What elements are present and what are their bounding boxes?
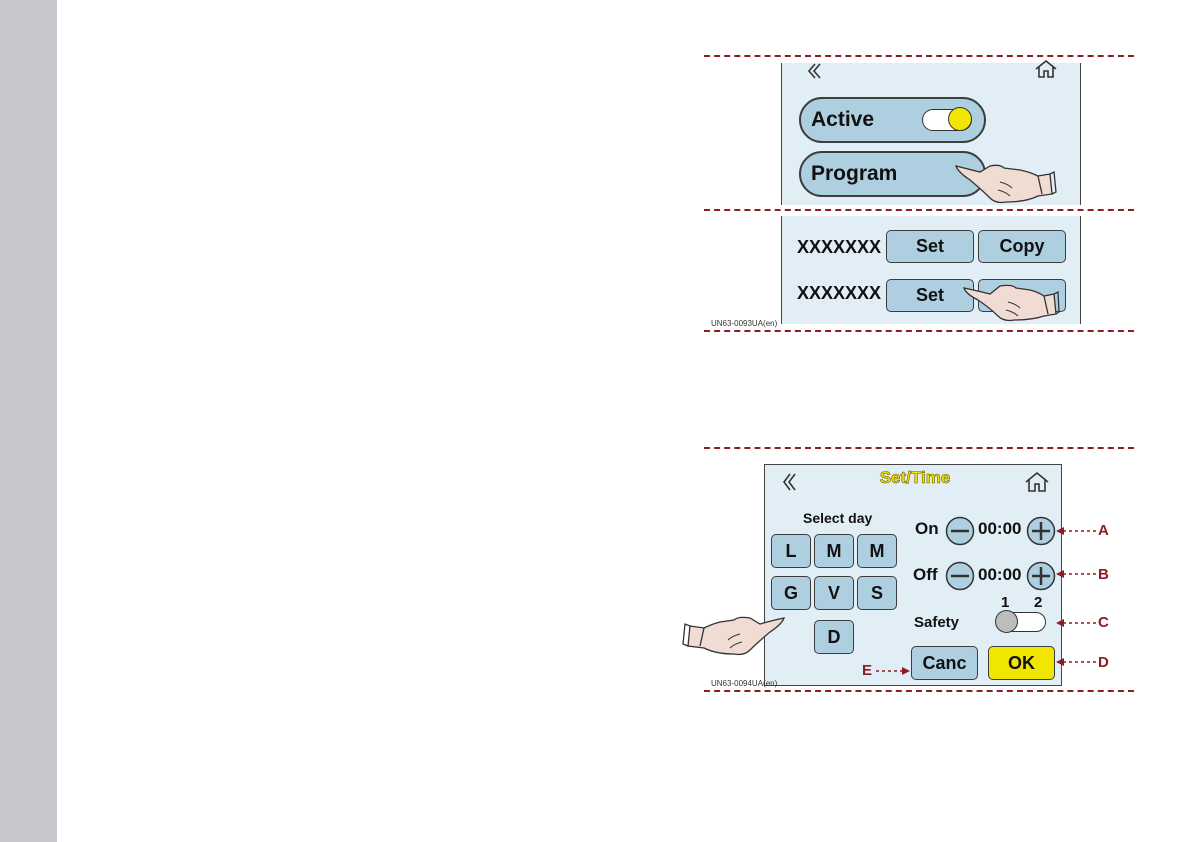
- callout-arrow-e: [874, 664, 910, 678]
- plus-icon[interactable]: [1026, 516, 1056, 546]
- day-button[interactable]: D: [814, 620, 854, 654]
- day-button[interactable]: V: [814, 576, 854, 610]
- pointing-hand-icon: [950, 158, 1060, 208]
- minus-icon[interactable]: [945, 561, 975, 591]
- cancel-button[interactable]: Canc: [911, 646, 978, 680]
- callout-d: D: [1098, 654, 1109, 671]
- program-row-name: XXXXXXX: [797, 283, 881, 304]
- set-button[interactable]: Set: [886, 230, 974, 263]
- on-label: On: [915, 519, 939, 539]
- program-label: Program: [811, 162, 897, 186]
- figure-code: UN63-0093UA(en): [711, 319, 777, 328]
- day-button[interactable]: M: [857, 534, 897, 568]
- page-title: Set/Time: [840, 468, 990, 488]
- home-icon[interactable]: [1034, 59, 1058, 79]
- safety-option-1: 1: [1001, 594, 1009, 611]
- divider-line: [704, 330, 1134, 332]
- off-label: Off: [913, 565, 938, 585]
- pointing-hand-icon: [960, 278, 1060, 324]
- divider-line: [704, 55, 1134, 57]
- day-button[interactable]: S: [857, 576, 897, 610]
- callout-a: A: [1098, 522, 1109, 539]
- figure-code: UN63-0094UA(en): [711, 679, 777, 688]
- page-side-bar: [0, 0, 57, 842]
- minus-icon[interactable]: [945, 516, 975, 546]
- toggle-knob: [995, 610, 1018, 633]
- toggle-knob: [948, 107, 972, 131]
- copy-button[interactable]: Copy: [978, 230, 1066, 263]
- on-time: 00:00: [978, 519, 1021, 539]
- callout-e: E: [862, 662, 872, 679]
- callout-c: C: [1098, 614, 1109, 631]
- program-row-name: XXXXXXX: [797, 237, 881, 258]
- home-icon[interactable]: [1024, 471, 1050, 493]
- back-chevron-icon[interactable]: [805, 62, 823, 80]
- off-time: 00:00: [978, 565, 1021, 585]
- divider-line: [704, 690, 1134, 692]
- day-button[interactable]: L: [771, 534, 811, 568]
- day-button[interactable]: M: [814, 534, 854, 568]
- ok-button[interactable]: OK: [988, 646, 1055, 680]
- select-day-label: Select day: [803, 510, 872, 526]
- safety-toggle[interactable]: [996, 612, 1046, 632]
- back-chevron-icon[interactable]: [780, 472, 798, 492]
- callout-b: B: [1098, 566, 1109, 583]
- divider-line: [704, 209, 1134, 211]
- pointing-hand-icon: [680, 610, 790, 660]
- safety-option-2: 2: [1034, 594, 1042, 611]
- active-label: Active: [811, 108, 874, 132]
- callout-arrows: [1056, 520, 1098, 670]
- active-toggle[interactable]: [922, 109, 972, 131]
- safety-label: Safety: [914, 614, 959, 631]
- divider-line: [704, 447, 1134, 449]
- day-button[interactable]: G: [771, 576, 811, 610]
- plus-icon[interactable]: [1026, 561, 1056, 591]
